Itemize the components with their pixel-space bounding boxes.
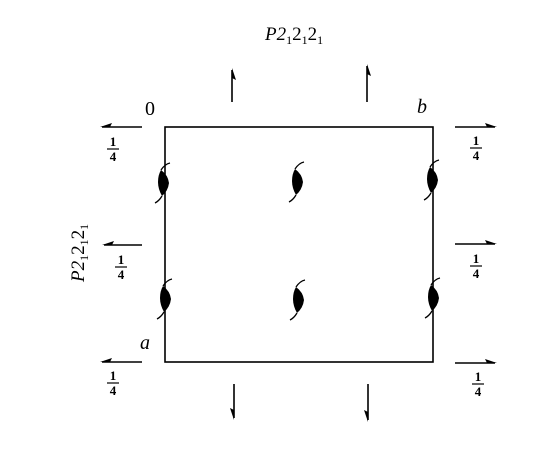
svg-text:4: 4 [475, 384, 482, 399]
screw-axis-icon-center-upper [288, 161, 305, 203]
fraction-left-top: 1 4 [107, 134, 119, 164]
title-side-sub2: 1 [77, 239, 91, 245]
fraction-left-bottom: 1 4 [107, 368, 119, 398]
screw-axis-icon-left-upper [154, 162, 171, 204]
title-top-mid1: 2 [292, 24, 302, 45]
fraction-left-middle: 1 4 [115, 252, 127, 282]
svg-text:1: 1 [473, 133, 480, 148]
axis-a-label: a [140, 332, 150, 354]
svg-text:1: 1 [118, 252, 125, 267]
title-top-main: P2 [264, 24, 287, 45]
title-side-main: P2 [68, 260, 89, 283]
title-side-mid2: 2 [68, 230, 89, 240]
title-top-sub3: 1 [317, 33, 323, 47]
title-top-sub2: 1 [302, 33, 308, 47]
svg-text:4: 4 [473, 266, 480, 281]
svg-text:1: 1 [110, 134, 117, 149]
unit-cell [164, 126, 434, 363]
fraction-right-top: 1 4 [470, 133, 482, 163]
title-top-mid2: 2 [308, 24, 318, 45]
axis-b-label: b [417, 96, 427, 118]
title-side: P212121 [68, 224, 91, 283]
screw-axis-icon-right-upper [423, 159, 440, 201]
title-top-sub1: 1 [286, 33, 292, 47]
screw-axis-arrow-right-middle [455, 240, 497, 245]
screw-axis-arrow-top-right [366, 64, 371, 102]
svg-text:1: 1 [473, 251, 480, 266]
screw-axis-arrow-right-top [455, 123, 497, 128]
screw-axis-arrow-right-bottom [455, 359, 497, 364]
screw-axis-arrow-bottom-left [230, 384, 235, 420]
screw-axis-arrow-top-left [231, 68, 236, 102]
svg-text:1: 1 [110, 368, 117, 383]
screw-axis-arrow-left-top [100, 123, 142, 128]
screw-axis-arrow-bottom-right [364, 384, 369, 422]
title-side-mid1: 2 [68, 245, 89, 255]
title-side-sub1: 1 [77, 255, 91, 261]
screw-axis-arrow-left-bottom [100, 358, 142, 363]
svg-text:1: 1 [475, 369, 482, 384]
title-top: P212121 [264, 24, 323, 47]
svg-text:4: 4 [118, 267, 125, 282]
svg-text:4: 4 [110, 149, 117, 164]
svg-text:4: 4 [473, 148, 480, 163]
svg-text:4: 4 [110, 383, 117, 398]
title-side-sub3: 1 [77, 224, 91, 230]
fraction-right-middle: 1 4 [470, 251, 482, 281]
origin-label: 0 [145, 98, 155, 120]
fraction-right-bottom: 1 4 [472, 369, 484, 399]
screw-axis-icon-center-lower [289, 279, 306, 321]
screw-axis-arrow-left-middle [102, 241, 142, 246]
